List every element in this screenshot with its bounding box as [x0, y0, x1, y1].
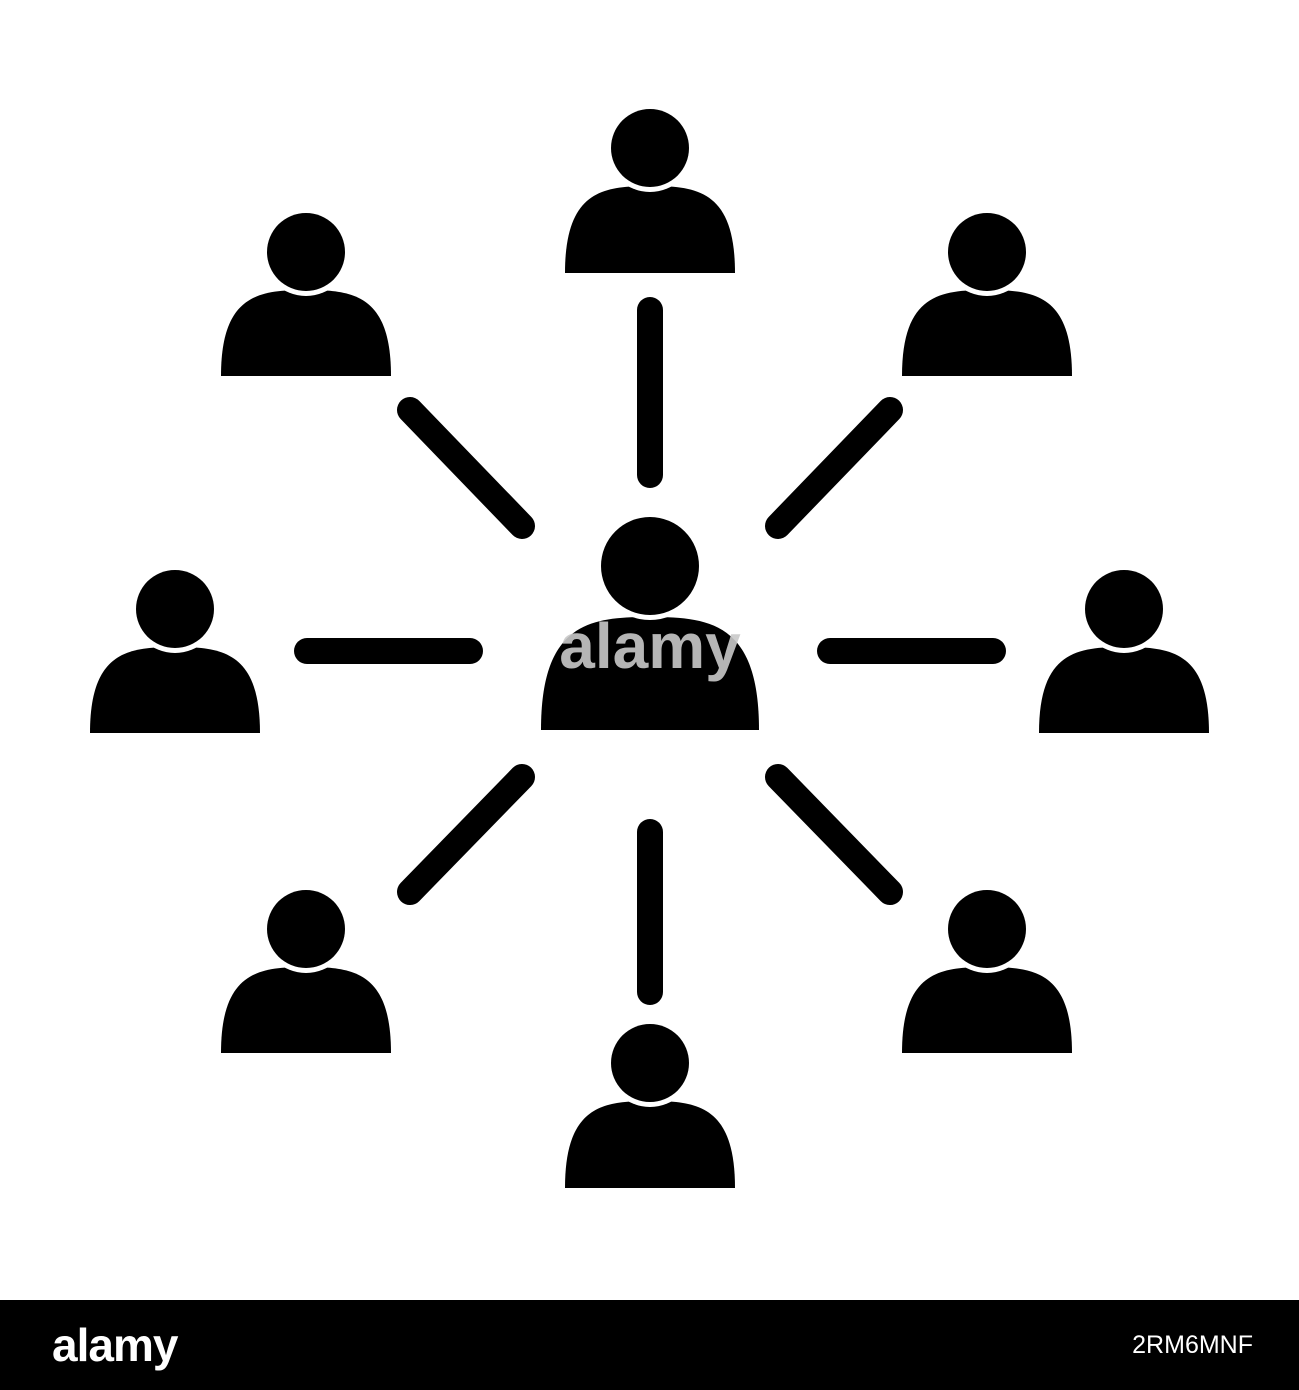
connection-line-top-right [765, 397, 903, 539]
person-body [221, 967, 391, 1053]
connection-lines [294, 297, 1006, 1005]
person-body [902, 967, 1072, 1053]
person-head [1085, 570, 1163, 648]
person-body [1039, 647, 1209, 733]
person-body [221, 290, 391, 376]
person-body [565, 186, 735, 273]
person-nodes [90, 104, 1209, 1188]
person-body [565, 1101, 735, 1188]
connection-line-bottom-right [765, 764, 903, 905]
image-id: 2RM6MNF [1132, 1330, 1253, 1359]
person-body [902, 290, 1072, 376]
person-head [267, 213, 345, 291]
person-body [541, 617, 759, 730]
person-icon-top-left [221, 208, 391, 376]
connection-line-bottom-left [397, 764, 535, 905]
person-body [90, 647, 260, 733]
footer-bar: alamy 2RM6MNF [0, 1300, 1299, 1390]
person-head [267, 890, 345, 968]
person-head [611, 1024, 689, 1102]
person-head [601, 517, 699, 615]
person-head [136, 570, 214, 648]
connection-line-top-left [397, 397, 535, 539]
person-head [948, 890, 1026, 968]
person-icon-bottom-left [221, 885, 391, 1053]
network-diagram: alamy [90, 104, 1209, 1188]
watermark-text: alamy [559, 610, 741, 682]
footer-logo: alamy [52, 1319, 178, 1371]
person-head [948, 213, 1026, 291]
person-icon-left [90, 565, 260, 733]
person-icon-right [1039, 565, 1209, 733]
person-icon-bottom-right [902, 885, 1072, 1053]
person-icon-top-right [902, 208, 1072, 376]
person-icon-top [565, 104, 735, 273]
person-icon-center [541, 512, 759, 730]
person-head [611, 109, 689, 187]
person-icon-bottom [565, 1019, 735, 1188]
